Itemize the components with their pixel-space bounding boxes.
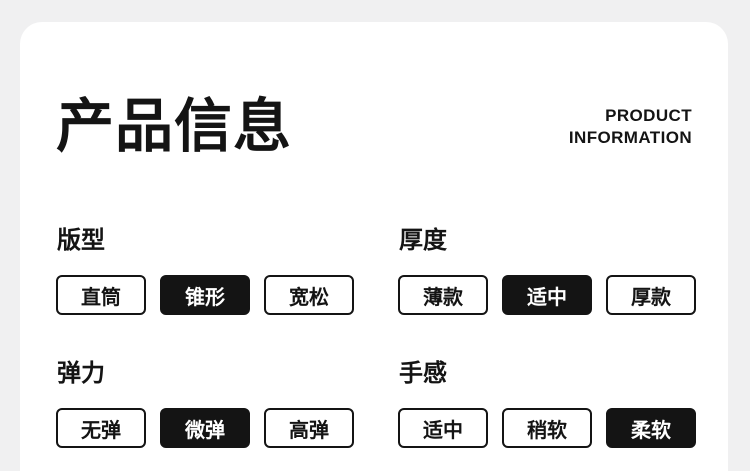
option-button-fit-3[interactable]: 宽松 [264, 275, 354, 315]
option-button-thickness-3[interactable]: 厚款 [606, 275, 696, 315]
product-attributes: 版型 直筒锥形宽松 厚度 薄款适中厚款 弹力 无弹微弹高弹 手感 适中稍软柔软 [56, 220, 696, 448]
product-info-header: 产品信息 PRODUCT INFORMATION [56, 98, 692, 156]
option-button-feel-3[interactable]: 柔软 [606, 408, 696, 448]
option-button-thickness-2[interactable]: 适中 [502, 275, 592, 315]
attribute-label-elasticity: 弹力 [57, 360, 105, 387]
option-button-fit-1[interactable]: 直筒 [56, 275, 146, 315]
attribute-section-thickness: 厚度 薄款适中厚款 [398, 220, 696, 315]
attribute-options-thickness: 薄款适中厚款 [398, 275, 696, 315]
attribute-options-elasticity: 无弹微弹高弹 [56, 408, 354, 448]
page-title: 产品信息 [56, 94, 293, 159]
attribute-label-feel: 手感 [399, 360, 447, 387]
page-subtitle: PRODUCT INFORMATION [569, 105, 692, 149]
option-button-feel-2[interactable]: 稍软 [502, 408, 592, 448]
option-button-elasticity-3[interactable]: 高弹 [264, 408, 354, 448]
attribute-label-thickness: 厚度 [399, 227, 447, 254]
option-button-elasticity-1[interactable]: 无弹 [56, 408, 146, 448]
attribute-label-fit: 版型 [57, 227, 105, 254]
option-button-feel-1[interactable]: 适中 [398, 408, 488, 448]
page-subtitle-line1: PRODUCT [605, 105, 692, 125]
page-subtitle-line2: INFORMATION [568, 128, 692, 147]
attribute-options-fit: 直筒锥形宽松 [56, 275, 354, 315]
attribute-section-fit: 版型 直筒锥形宽松 [56, 220, 354, 315]
attribute-section-feel: 手感 适中稍软柔软 [398, 353, 696, 448]
attribute-section-elasticity: 弹力 无弹微弹高弹 [56, 353, 354, 448]
product-info-card: 产品信息 PRODUCT INFORMATION 版型 直筒锥形宽松 厚度 薄款… [20, 22, 728, 471]
attribute-options-feel: 适中稍软柔软 [398, 408, 696, 448]
option-button-fit-2[interactable]: 锥形 [160, 275, 250, 315]
option-button-thickness-1[interactable]: 薄款 [398, 275, 488, 315]
option-button-elasticity-2[interactable]: 微弹 [160, 408, 250, 448]
